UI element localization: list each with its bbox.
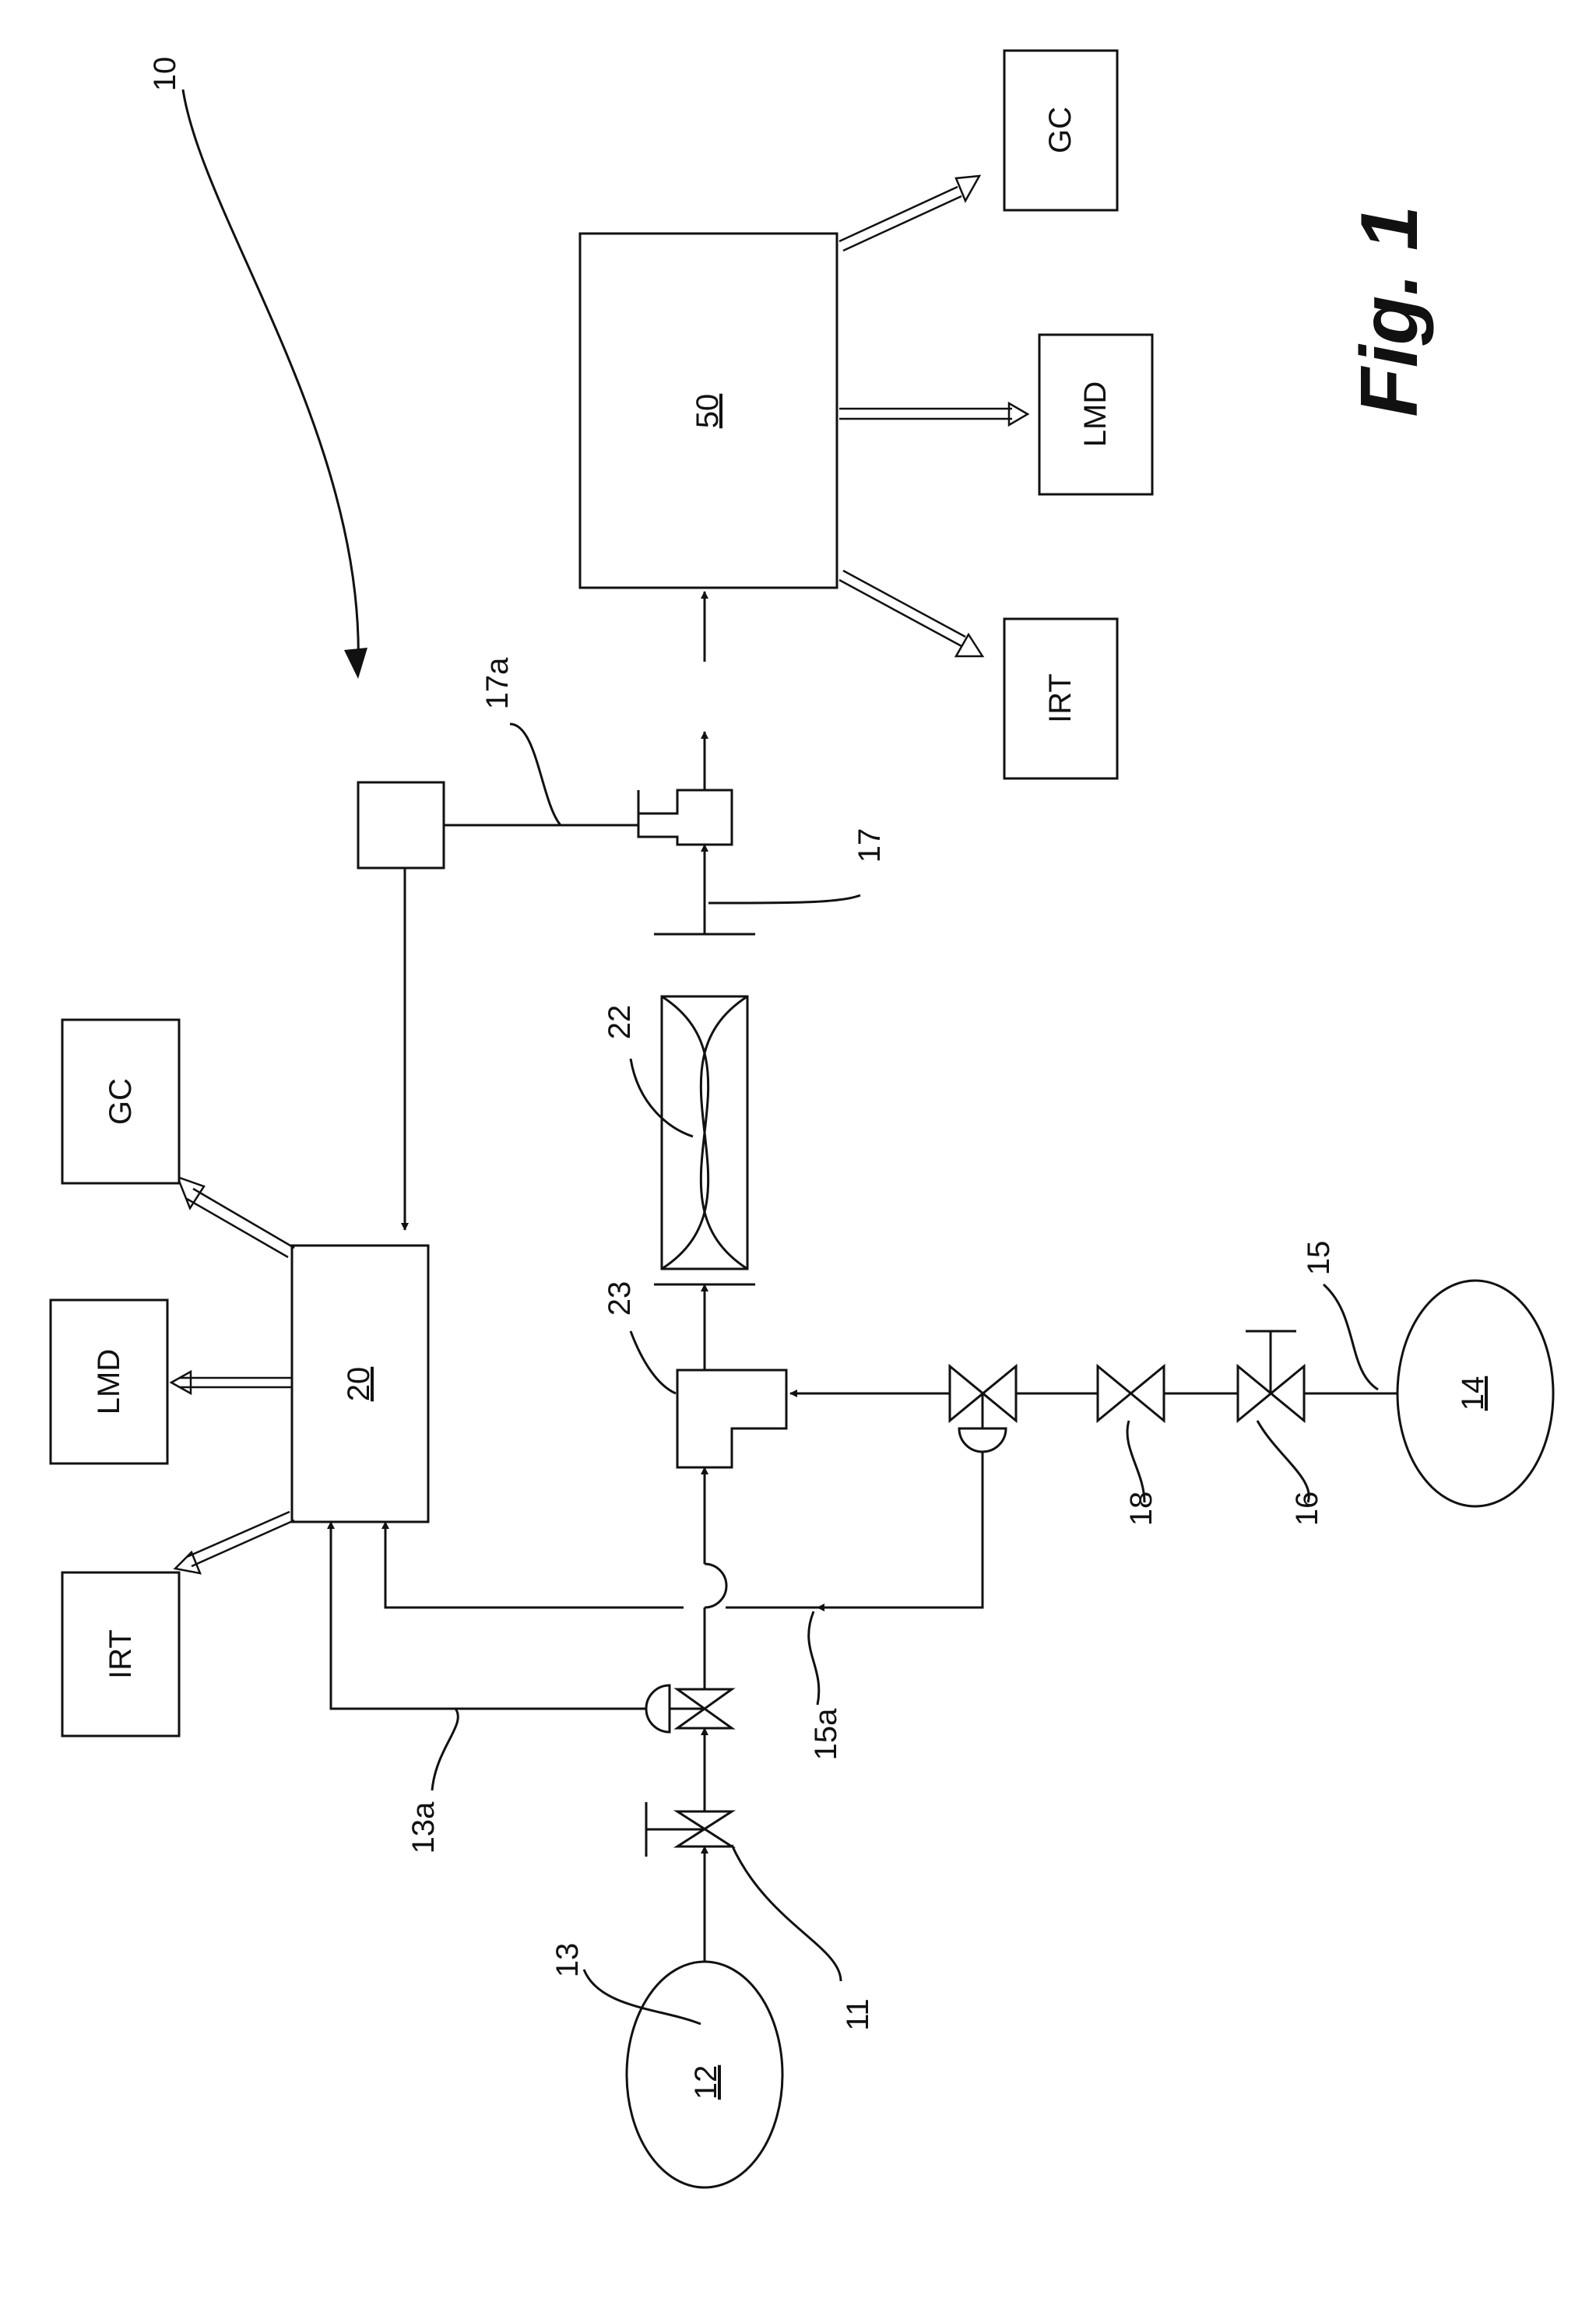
static-mixer-22: [654, 934, 755, 1284]
label-16: 16: [1290, 1492, 1324, 1527]
leader-15a: [809, 1611, 819, 1705]
label-10: 10: [148, 57, 182, 92]
leader-15: [1324, 1284, 1378, 1390]
regulator-valve: [646, 1685, 732, 1732]
leader-17a: [510, 724, 561, 825]
analyzer-20-label: 20: [342, 1367, 376, 1402]
valve-18: [1098, 1366, 1164, 1421]
label-23: 23: [603, 1281, 637, 1316]
regulator-valve-2: [950, 1366, 1016, 1452]
source-12-label: 12: [689, 2065, 723, 2100]
tee-17a: [638, 790, 732, 845]
leader-16: [1257, 1421, 1309, 1502]
source-14-label: 14: [1456, 1376, 1490, 1411]
leader-23: [631, 1331, 676, 1393]
tee-23: [677, 1370, 786, 1467]
label-13a: 13a: [406, 1801, 441, 1853]
leader-17: [708, 895, 860, 903]
leader-10: [183, 90, 367, 679]
irt-label-right: IRT: [1043, 673, 1077, 723]
label-17: 17: [852, 828, 887, 863]
analyzer-20: 20: [292, 1246, 428, 1522]
manual-valve-11: [646, 1802, 732, 1857]
transducer-box: [358, 782, 444, 868]
label-11: 11: [841, 1998, 875, 2031]
source-14: 14: [1397, 1281, 1553, 1506]
lmd-label-left: LMD: [92, 1349, 126, 1414]
analyzer-50: 50: [580, 234, 837, 588]
analyzer-50-label: 50: [691, 394, 725, 429]
signal-line-15a: [817, 1452, 983, 1608]
label-15: 15: [1302, 1241, 1336, 1276]
label-18: 18: [1124, 1492, 1158, 1527]
source-12: 12: [627, 1962, 782, 2187]
outputs-50: [839, 176, 1028, 656]
label-22: 22: [603, 1005, 637, 1040]
irt-label-left: IRT: [104, 1629, 138, 1679]
gc-label-left: GC: [104, 1078, 138, 1125]
leader-18: [1127, 1421, 1144, 1502]
figure-title: Fig. 1: [1345, 206, 1435, 417]
outputs-20: [171, 1177, 294, 1573]
gc-label-right: GC: [1043, 107, 1077, 153]
signal-line-13a: [331, 1522, 646, 1709]
label-13: 13: [550, 1943, 585, 1978]
manual-valve-16: [1238, 1331, 1304, 1421]
lmd-label-right: LMD: [1078, 381, 1113, 447]
label-15a: 15a: [809, 1708, 843, 1760]
leader-11: [732, 1845, 841, 1981]
label-17a: 17a: [480, 657, 515, 709]
leader-13a: [432, 1709, 458, 1790]
